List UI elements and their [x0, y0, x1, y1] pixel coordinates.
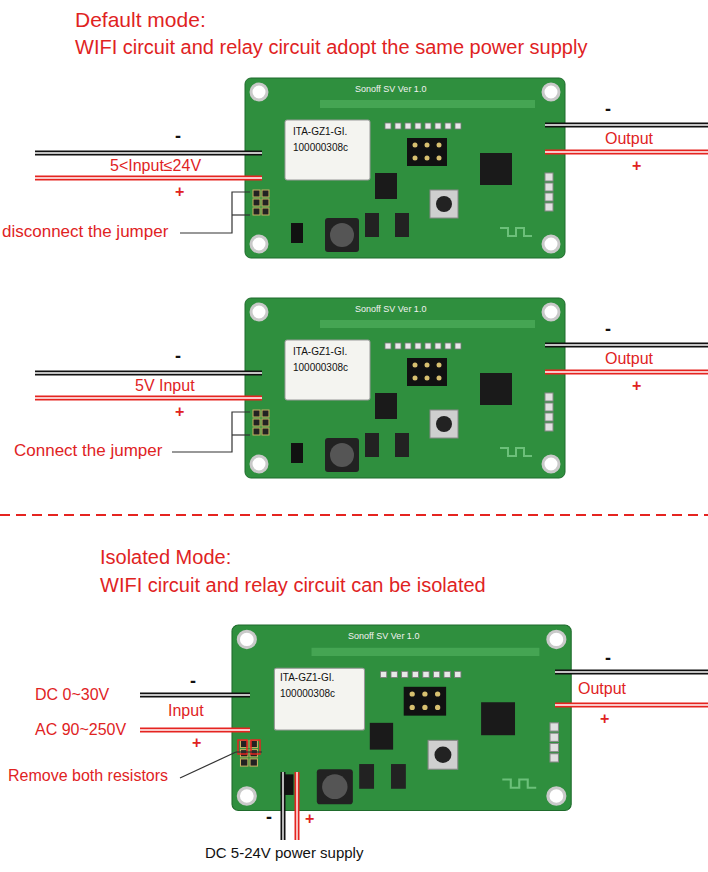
polarity-sign: + — [600, 710, 609, 728]
power-label: DC 5-24V power supply — [205, 845, 363, 862]
polarity-sign: + — [175, 183, 184, 201]
polarity-sign: + — [305, 810, 314, 828]
relay-print: ITA-GZ1-GI. — [293, 346, 347, 357]
heading: WIFI circuit and relay circuit adopt the… — [75, 36, 587, 58]
board-print: Sonoff SV Ver 1.0 — [348, 632, 419, 642]
relay-print: 100000308c — [280, 688, 335, 699]
polarity-sign: + — [632, 157, 641, 175]
input-range: DC 0~30V — [35, 686, 109, 704]
board-print: Sonoff SV Ver 1.0 — [355, 305, 426, 315]
heading: Default mode: — [75, 8, 206, 31]
polarity-sign: + — [175, 403, 184, 421]
polarity-sign: - — [266, 808, 272, 828]
polarity-sign: - — [175, 127, 181, 147]
relay-print: 100000308c — [293, 362, 348, 373]
callout-text: Remove both resistors — [8, 767, 168, 785]
input-label: 5<Input≤24V — [110, 157, 201, 175]
relay-print: 100000308c — [293, 142, 348, 153]
callout-text: Connect the jumper — [14, 442, 162, 461]
relay-print: ITA-GZ1-GI. — [293, 126, 347, 137]
output-label: Output — [578, 680, 626, 698]
heading: WIFI circuit and relay circuit can be is… — [100, 574, 486, 596]
relay-print: ITA-GZ1-GI. — [280, 672, 334, 683]
polarity-sign: - — [605, 320, 611, 340]
output-label: Output — [605, 130, 653, 148]
output-label: Output — [605, 350, 653, 368]
input-label: Input — [168, 702, 204, 720]
callout-text: disconnect the jumper — [2, 223, 168, 242]
heading: Isolated Mode: — [100, 546, 231, 568]
input-label: 5V Input — [135, 377, 195, 395]
polarity-sign: - — [175, 347, 181, 367]
polarity-sign: - — [605, 100, 611, 120]
input-range: AC 90~250V — [35, 721, 126, 739]
board-print: Sonoff SV Ver 1.0 — [355, 85, 426, 95]
polarity-sign: + — [192, 734, 201, 752]
polarity-sign: - — [605, 649, 611, 669]
polarity-sign: - — [190, 672, 196, 692]
polarity-sign: + — [632, 377, 641, 395]
